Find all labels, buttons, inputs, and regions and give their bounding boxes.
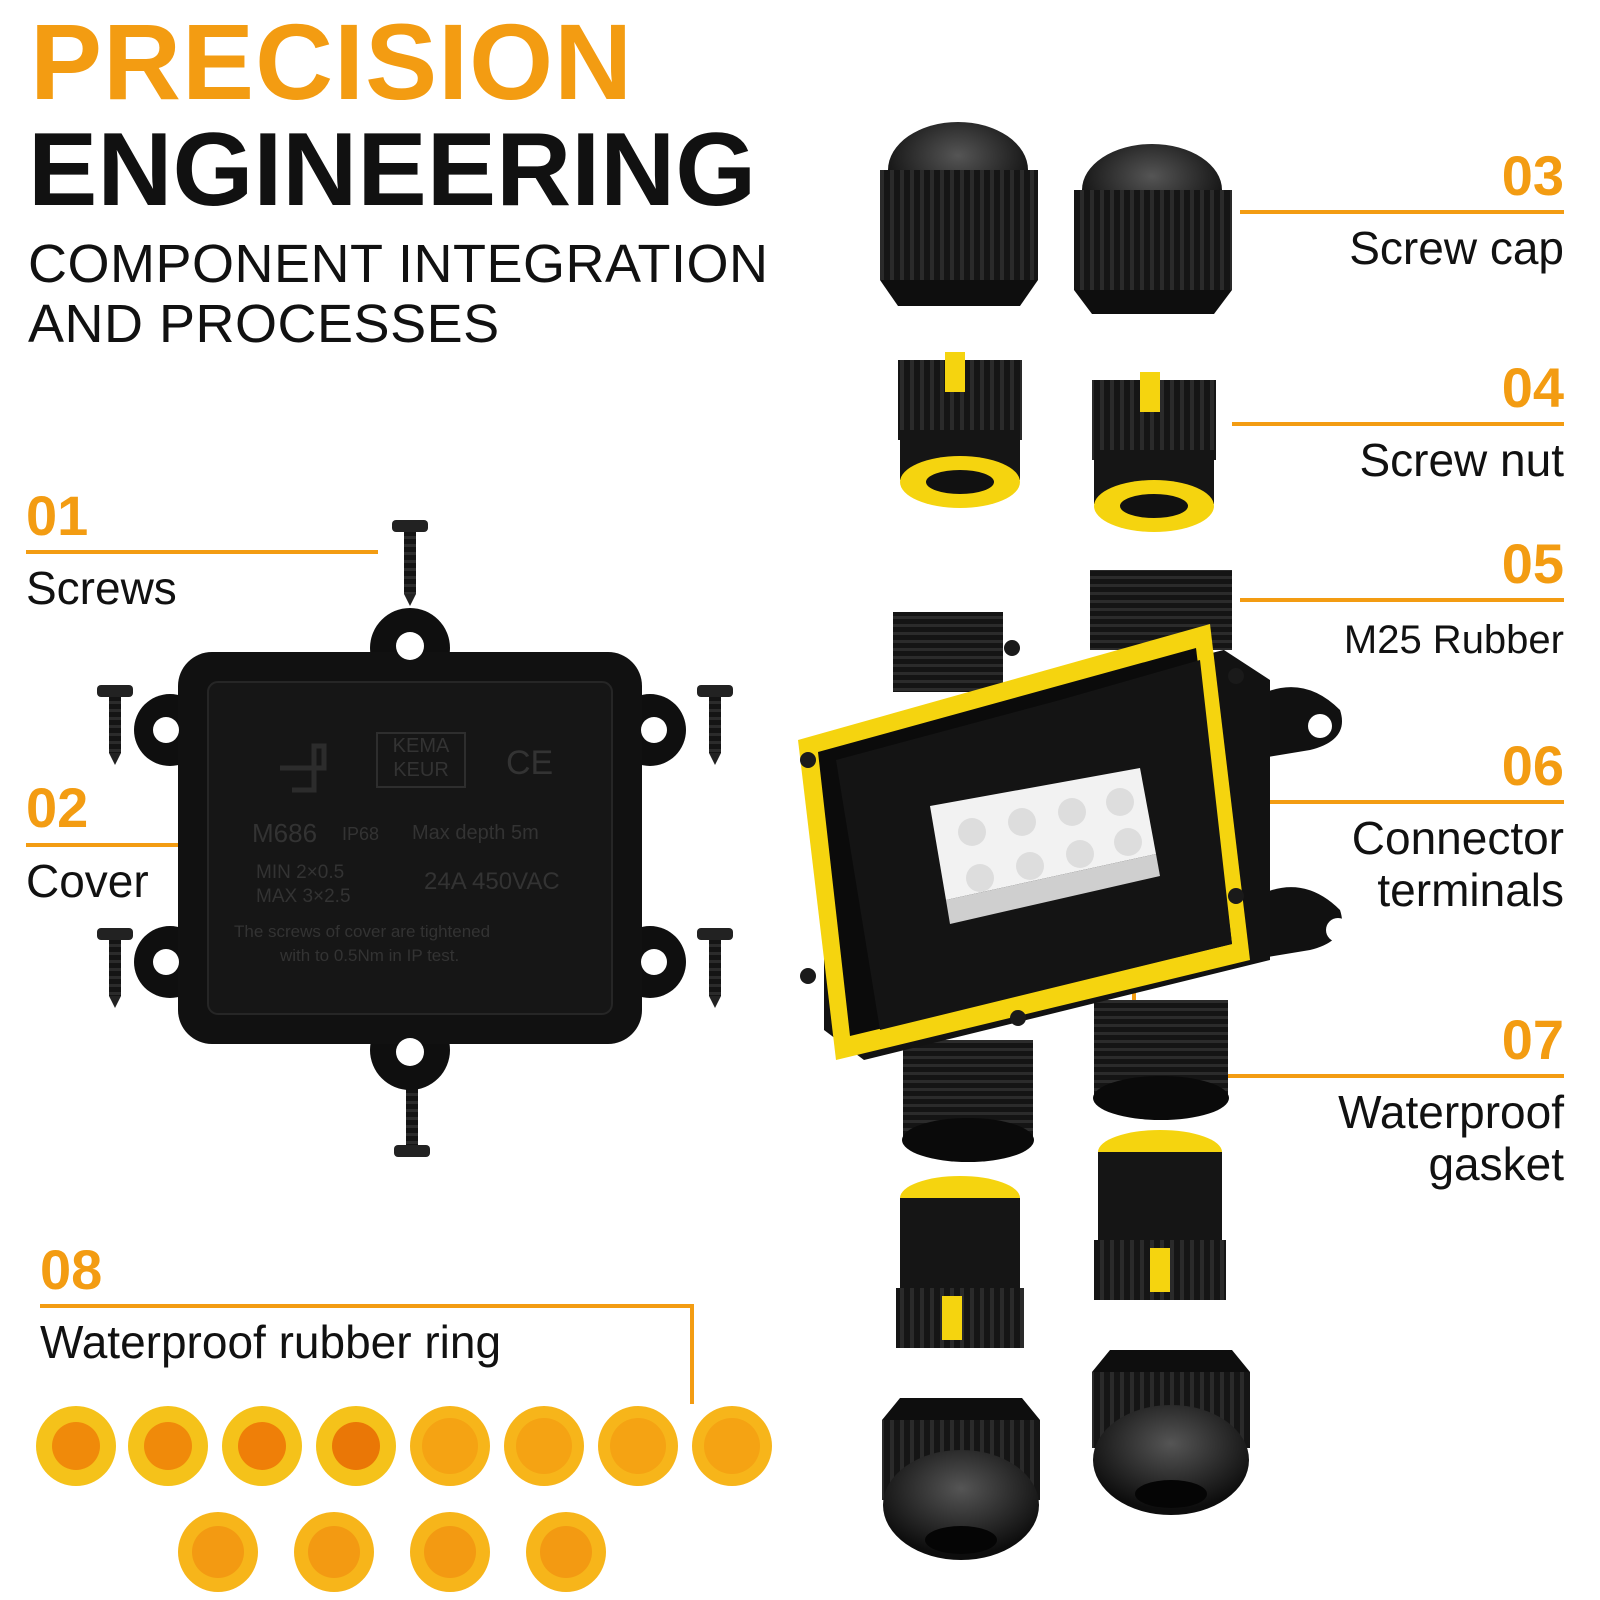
callout-02-label: Cover	[26, 855, 149, 907]
cover-depth: Max depth 5m	[412, 822, 539, 844]
callout-04-line	[1232, 422, 1564, 426]
rubber-ring	[222, 1406, 302, 1486]
screw-nut-left	[898, 352, 1022, 508]
screw-bottom	[394, 1073, 430, 1157]
callout-05-number: 05	[1501, 532, 1564, 595]
cover-rating: IP68	[342, 824, 380, 844]
callout-08-number: 08	[40, 1238, 103, 1301]
headline-engineering: ENGINEERING	[28, 112, 757, 228]
callout-07-number: 07	[1501, 1008, 1564, 1071]
callout-05-label: M25 Rubber	[1343, 618, 1564, 662]
rubber-ring	[316, 1406, 396, 1486]
screw-left-lower	[97, 928, 133, 1008]
callout-08-line-vertical	[690, 1304, 694, 1404]
callout-01-number: 01	[26, 484, 89, 547]
screw-left-upper	[97, 685, 133, 765]
callout-07-label: Waterproof gasket	[1338, 1086, 1564, 1190]
screw-right-lower	[697, 928, 733, 1008]
rubber-ring	[692, 1406, 772, 1486]
screw-nut-right	[1092, 372, 1216, 532]
cover-certification-mark: KEMA KEUR	[376, 732, 466, 788]
headline-precision: PRECISION	[30, 1, 634, 122]
callout-08-label: Waterproof rubber ring	[40, 1316, 502, 1368]
screw-cap-left	[880, 122, 1038, 306]
rubber-ring	[598, 1406, 678, 1486]
subheadline: COMPONENT INTEGRATION AND PROCESSES	[28, 234, 769, 354]
callout-06-number: 06	[1501, 734, 1564, 797]
screw-cap-bottom-right	[1092, 1350, 1250, 1515]
rubber-rings	[36, 1406, 772, 1592]
screw-right-upper	[697, 685, 733, 765]
cover-electrical: 24A 450VAC	[424, 868, 560, 895]
callout-06-line	[1050, 800, 1564, 804]
cover-max: MAX 3×2.5	[256, 886, 351, 907]
rubber-ring	[504, 1406, 584, 1486]
cover-note-1: The screws of cover are tightened	[234, 922, 491, 941]
callout-08-line	[40, 1304, 694, 1308]
cover-model: M686	[252, 818, 318, 848]
callout-04-label: Screw nut	[1359, 434, 1564, 486]
callout-01-label: Screws	[26, 562, 177, 614]
callout-06-label: Connector terminals	[1352, 812, 1564, 916]
subheadline-line-2: AND PROCESSES	[28, 294, 500, 354]
rubber-ring	[410, 1512, 490, 1592]
callout-06-label-line-1: Connector	[1351, 812, 1564, 864]
callout-05-line	[1240, 598, 1564, 602]
callout-03-label: Screw cap	[1349, 222, 1564, 274]
callout-07-line	[1132, 1074, 1564, 1078]
screw-cap-bottom-left	[882, 1398, 1040, 1560]
cover-plate	[134, 608, 686, 1090]
rubber-ring	[128, 1406, 208, 1486]
cover-note-2: with to 0.5Nm in IP test.	[280, 946, 460, 965]
rubber-ring	[178, 1512, 258, 1592]
rubber-ring	[526, 1512, 606, 1592]
screw-nut-bottom-left	[896, 1176, 1024, 1348]
subheadline-line-1: COMPONENT INTEGRATION	[28, 234, 769, 294]
rubber-ring	[36, 1406, 116, 1486]
rubber-ring	[294, 1512, 374, 1592]
cover-ce-mark: CE	[506, 744, 554, 782]
rubber-ring	[410, 1406, 490, 1486]
callout-04-number: 04	[1501, 356, 1564, 419]
callout-03-number: 03	[1501, 144, 1564, 207]
callout-01-line	[26, 550, 378, 554]
callout-07-label-line-2: gasket	[1428, 1138, 1564, 1190]
callout-02-number: 02	[26, 776, 89, 839]
callout-03-line	[1240, 210, 1564, 214]
connector-terminal-block	[930, 768, 1160, 924]
callout-06-label-line-2: terminals	[1377, 864, 1564, 916]
screw-cap-right	[1074, 144, 1232, 314]
cover-min: MIN 2×0.5	[256, 862, 345, 883]
callout-02-line	[26, 843, 178, 847]
callout-07-label-line-1: Waterproof	[1338, 1086, 1564, 1138]
screw-nut-bottom-right	[1094, 1130, 1226, 1300]
callout-07-line-vertical	[1132, 986, 1136, 1076]
screw-top	[392, 520, 428, 606]
